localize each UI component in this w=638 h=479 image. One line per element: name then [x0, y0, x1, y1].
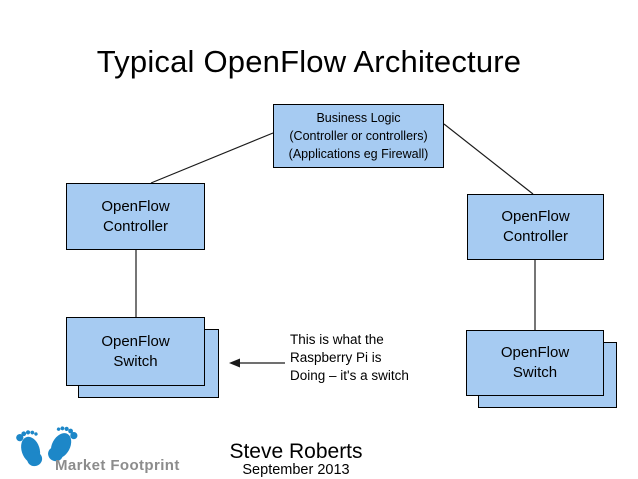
openflow-controller-right-box: OpenFlow Controller: [467, 194, 604, 260]
controller-right-line1: OpenFlow: [501, 208, 570, 225]
switch-right-line2: Switch: [512, 364, 558, 381]
footer-date: September 2013: [242, 462, 350, 478]
controller-left-line1: OpenFlow: [101, 197, 170, 215]
business-logic-line2: (Controller or controllers): [289, 129, 428, 143]
openflow-switch-left-box: OpenFlow Switch: [66, 317, 205, 386]
logo-text: Market Footprint: [55, 457, 180, 474]
annotation-arrowhead-icon: [229, 358, 240, 368]
annotation-line2: Raspberry Pi is: [290, 350, 382, 365]
market-footprint-logo: Market Footprint: [6, 419, 216, 477]
switch-right-line1: OpenFlow: [500, 344, 570, 361]
switch-left-line1: OpenFlow: [101, 332, 170, 350]
openflow-switch-right-box: OpenFlow Switch: [466, 330, 604, 396]
business-logic-box: Business Logic (Controller or controller…: [273, 104, 444, 168]
business-logic-line1: Business Logic: [316, 111, 401, 125]
openflow-controller-left-box: OpenFlow Controller: [66, 183, 205, 250]
switch-left-line2: Switch: [113, 352, 158, 370]
footer-author: Steve Roberts: [229, 440, 363, 463]
slide-title: Typical OpenFlow Architecture: [96, 44, 522, 79]
connector-business-to-left-controller: [150, 132, 274, 184]
connector-business-to-right-controller: [443, 123, 534, 195]
controller-right-line2: Controller: [502, 228, 569, 245]
annotation-line3: Doing – it's a switch: [290, 368, 409, 383]
annotation-line1: This is what the: [290, 332, 384, 347]
raspberry-pi-annotation: This is what the Raspberry Pi is Doing –…: [290, 331, 440, 385]
business-logic-line3: (Applications eg Firewall): [288, 147, 429, 161]
controller-left-line2: Controller: [102, 217, 169, 235]
